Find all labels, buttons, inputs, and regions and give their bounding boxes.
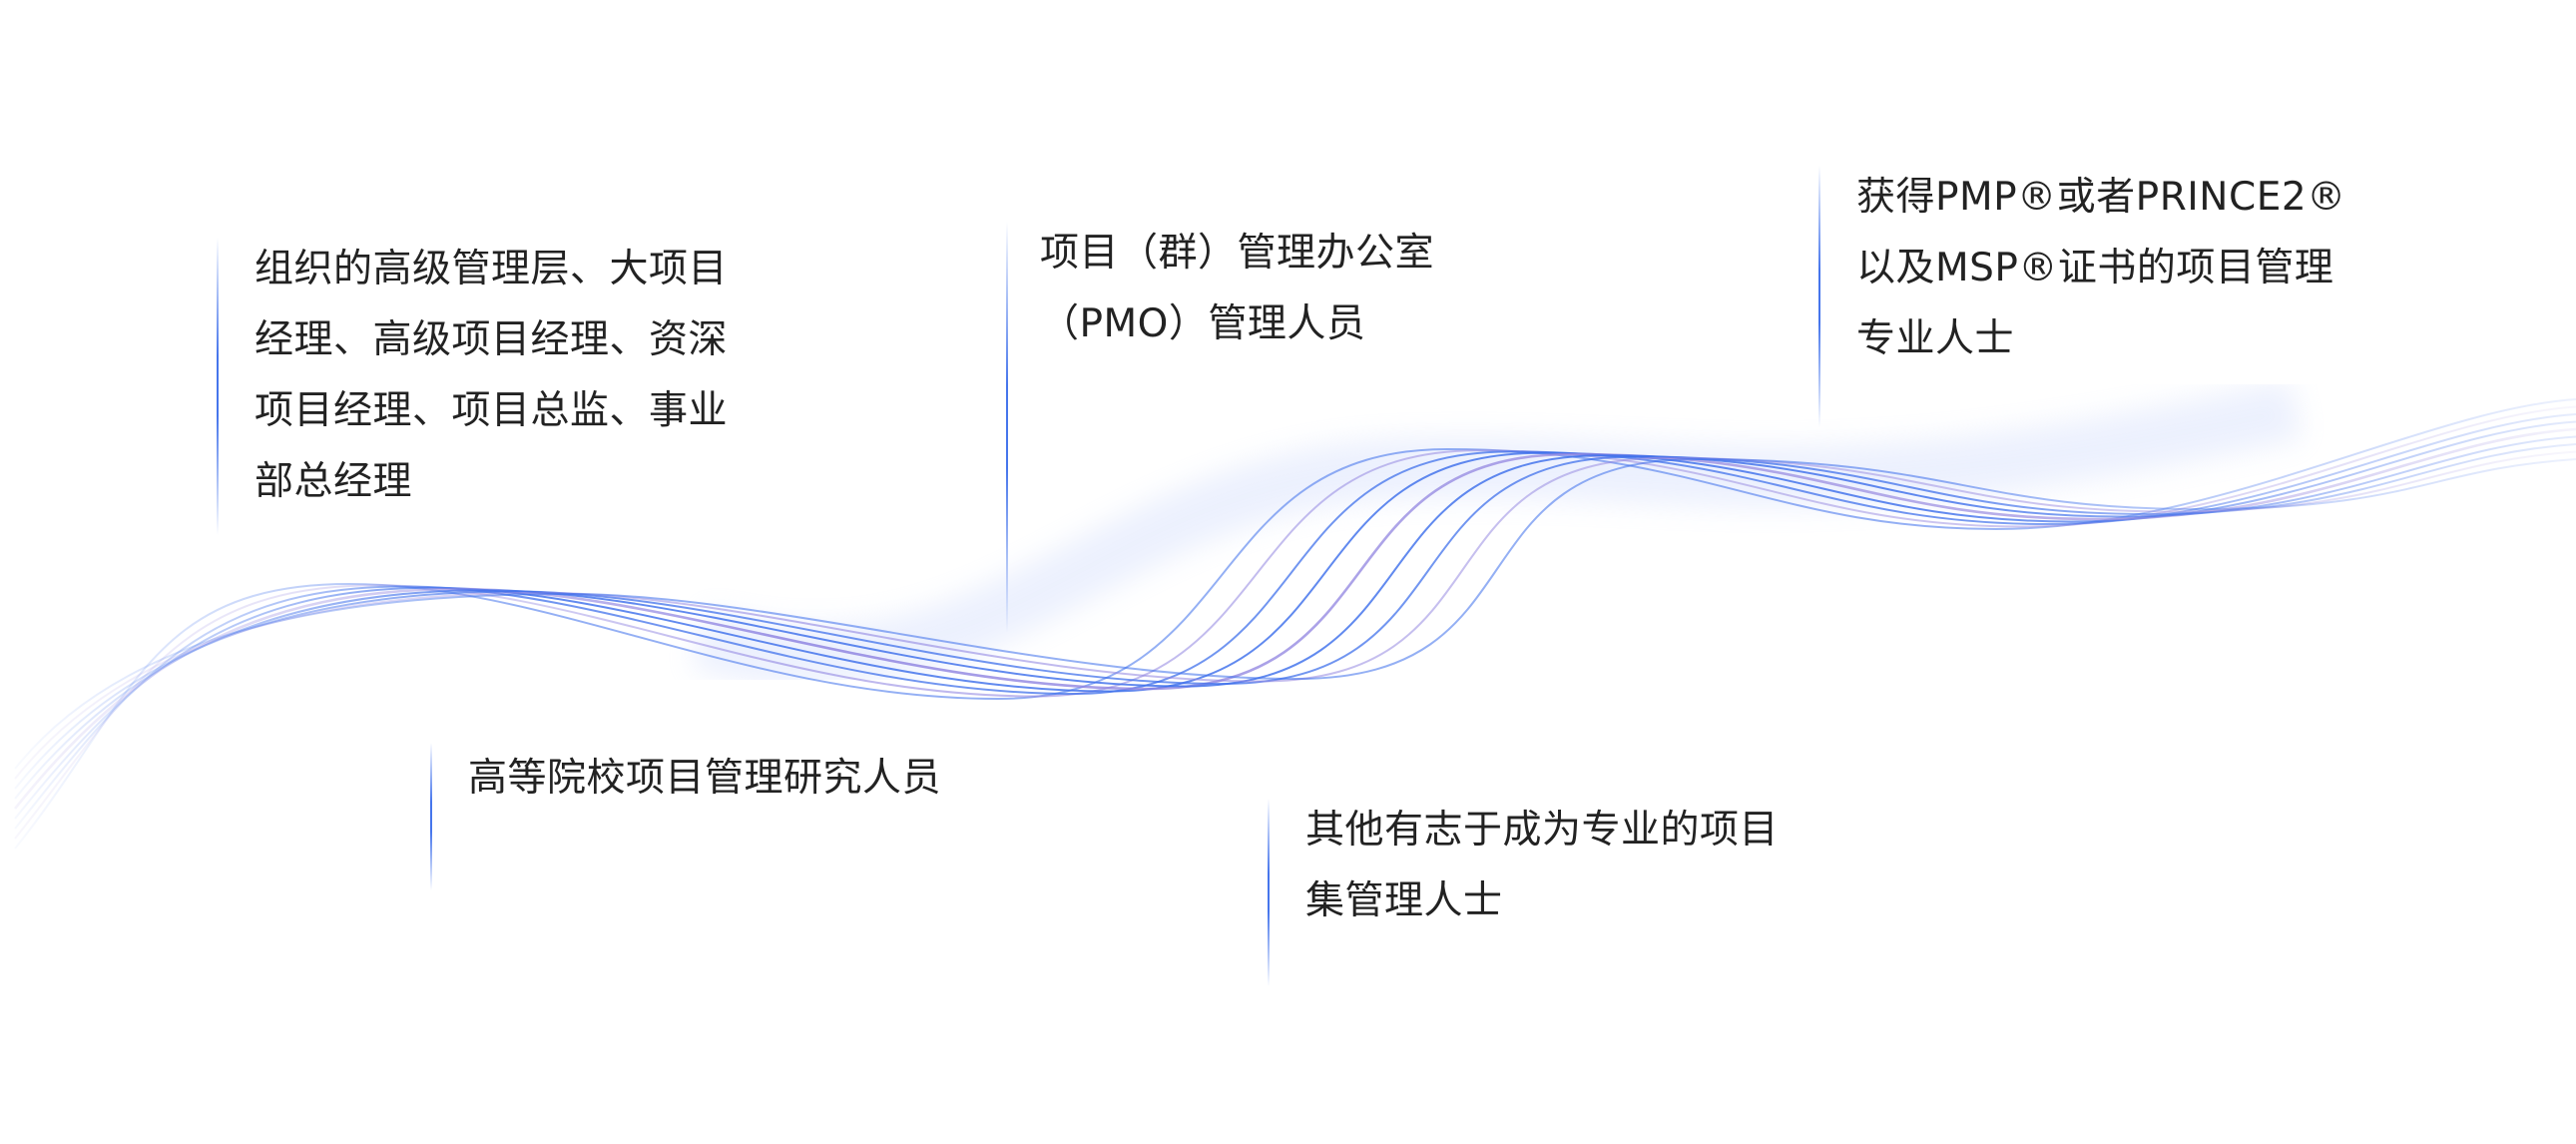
wave-line — [13, 427, 2576, 810]
audience-text-line: 获得PMP®或者PRINCE2® — [1856, 175, 2346, 220]
audience-text-line: 组织的高级管理层、大项目 — [255, 247, 729, 291]
audience-text-line: 项目经理、项目总监、事业 — [255, 388, 729, 433]
callout-line — [217, 238, 219, 535]
audience-text-line: 部总经理 — [255, 459, 413, 504]
audience-item-aspiring-professionals: 其他有志于成为专业的项目 集管理人士 — [1268, 799, 1779, 986]
wave-line — [14, 443, 2576, 790]
wave-lines — [13, 379, 2576, 850]
audience-text: 项目（群）管理办公室 （PMO）管理人员 — [1040, 218, 1434, 359]
callout-line — [430, 743, 432, 890]
audience-item-senior-management: 组织的高级管理层、大项目 经理、高级项目经理、资深 项目经理、项目总监、事业 部… — [217, 238, 728, 535]
audience-text: 获得PMP®或者PRINCE2® 以及MSP®证书的项目管理 专业人士 — [1856, 162, 2346, 374]
audience-text-line: 专业人士 — [1856, 316, 2015, 361]
callout-line — [1818, 166, 1820, 427]
audience-item-researchers: 高等院校项目管理研究人员 — [430, 743, 941, 890]
callout-line — [1268, 799, 1270, 986]
wave-line — [14, 435, 2576, 800]
wave-line — [14, 457, 2576, 770]
audience-text-line: 项目（群）管理办公室 — [1040, 231, 1435, 276]
audience-text-line: （PMO）管理人员 — [1040, 301, 1366, 346]
audience-text-line: 集管理人士 — [1305, 878, 1503, 923]
audience-text: 其他有志于成为专业的项目 集管理人士 — [1305, 795, 1779, 936]
audience-text-line: 以及MSP®证书的项目管理 — [1856, 246, 2334, 290]
wave-line — [14, 450, 2576, 780]
audience-item-pmo: 项目（群）管理办公室 （PMO）管理人员 — [1006, 222, 1434, 633]
audience-item-certified-professionals: 获得PMP®或者PRINCE2® 以及MSP®证书的项目管理 专业人士 — [1818, 166, 2346, 427]
callout-line — [1006, 222, 1008, 633]
audience-text: 组织的高级管理层、大项目 经理、高级项目经理、资深 项目经理、项目总监、事业 部… — [255, 234, 728, 517]
audience-text-line: 高等院校项目管理研究人员 — [468, 756, 942, 801]
wave-glow — [691, 379, 2303, 686]
audience-text-line: 经理、高级项目经理、资深 — [255, 317, 729, 362]
audience-text: 高等院校项目管理研究人员 — [468, 743, 941, 814]
audience-text-line: 其他有志于成为专业的项目 — [1305, 808, 1780, 853]
